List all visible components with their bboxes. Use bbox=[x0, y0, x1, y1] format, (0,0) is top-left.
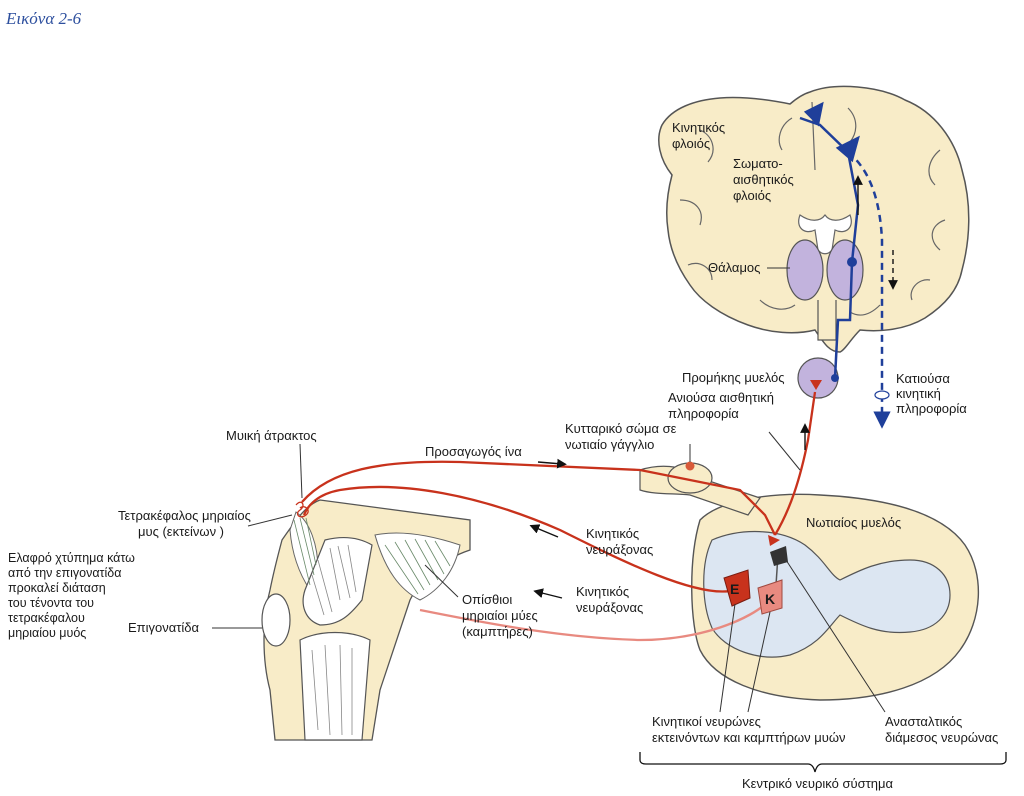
figure-number: Εικόνα 2-6 bbox=[5, 9, 82, 28]
hamstrings-label: Οπίσθιοι bbox=[462, 592, 512, 607]
tap-description: Ελαφρό χτύπημα κάτω bbox=[8, 551, 135, 565]
descending-tract-marker bbox=[874, 390, 890, 400]
grey-matter bbox=[703, 530, 951, 658]
extensor-motor-axon bbox=[302, 485, 736, 593]
medulla-label: Προμήκης μυελός bbox=[682, 370, 785, 385]
motor-axon-label: νευράξονας bbox=[586, 542, 653, 557]
left-thalamus bbox=[786, 239, 824, 301]
leader-lines bbox=[212, 431, 886, 713]
motor-cortex-label: Κινητικός bbox=[672, 120, 725, 135]
tap-description: του τένοντα του bbox=[8, 596, 94, 610]
medulla-neuron bbox=[831, 374, 839, 382]
quadriceps-label: μυς (εκτείνων ) bbox=[138, 524, 224, 539]
flexor-neuron-letter: Κ bbox=[765, 591, 775, 607]
spinal-cord bbox=[639, 461, 980, 701]
inhibitory-interneuron-label: Ανασταλτικός bbox=[885, 714, 962, 729]
brain-arrows bbox=[853, 175, 898, 290]
tibia bbox=[299, 631, 371, 741]
corticospinal-dashed bbox=[847, 151, 891, 429]
tap-description: από την επιγονατίδα bbox=[8, 566, 121, 580]
inhibitory-interneuron bbox=[770, 546, 788, 566]
somatosensory-cortex-label: φλοιός bbox=[733, 188, 771, 203]
brainstem-stub bbox=[817, 300, 837, 341]
somatosensory-cortex-label: αισθητικός bbox=[733, 172, 794, 187]
tibia-texture bbox=[311, 644, 353, 736]
brain-sulci bbox=[679, 101, 946, 316]
quadriceps-label: Τετρακέφαλος μηριαίος bbox=[118, 508, 251, 523]
tap-description: μηριαίου μυός bbox=[8, 626, 86, 640]
motor-axon-label: Κινητικός bbox=[586, 526, 639, 541]
ascending-collateral bbox=[774, 391, 817, 536]
extensor-neuron-letter: Ε bbox=[730, 581, 739, 597]
right-thalamus bbox=[826, 239, 864, 301]
descending-motor-label: Κατιούσα bbox=[896, 371, 950, 386]
spinal-cord-label: Νωτιαίος μυελός bbox=[806, 515, 901, 530]
afferent-fiber-line bbox=[301, 460, 777, 536]
motor-neurons-label: εκτεινόντων και καμπτήρων μυών bbox=[652, 730, 846, 745]
afferent-fiber-label: Προσαγωγός ίνα bbox=[425, 444, 522, 459]
inhibitory-interneuron-label: διάμεσος νευρώνας bbox=[885, 730, 998, 745]
figure-caption: Εικόνα 2-6 bbox=[5, 9, 82, 28]
flexor-motor-neuron bbox=[757, 579, 783, 615]
ganglion-label: νωτιαίο γάγγλιο bbox=[565, 437, 654, 452]
svg-text:Εικόνα 2-6: Εικόνα 2-6 bbox=[5, 9, 82, 28]
afferent-arrow bbox=[537, 458, 567, 469]
patella-label: Επιγονατίδα bbox=[128, 620, 200, 635]
motor-neurons-label: Κινητικοί νευρώνες bbox=[652, 714, 761, 729]
synapse-terminal bbox=[768, 535, 780, 546]
knee-leg bbox=[261, 499, 471, 741]
tap-description: προκαλεί διάταση bbox=[8, 581, 106, 595]
quad-fibers bbox=[293, 517, 317, 586]
hamstring-muscle bbox=[374, 532, 461, 601]
thalamus-label: Θάλαμος bbox=[708, 260, 760, 275]
thalamic-neuron bbox=[847, 257, 857, 267]
medulla-terminal bbox=[810, 380, 822, 390]
hamstrings-label: (καμπτήρες) bbox=[462, 624, 533, 639]
flexor-motor-axon bbox=[419, 599, 771, 642]
cns-label: Κεντρικό νευρικό σύστημα bbox=[742, 776, 893, 791]
ganglion-cell-body bbox=[685, 461, 695, 471]
patella-bone bbox=[261, 593, 291, 647]
hamstring-fibers bbox=[384, 538, 451, 595]
somatosensory-cortex-label: Σωματο- bbox=[733, 156, 783, 171]
muscle-spindle-label: Μυική άτρακτος bbox=[226, 428, 317, 443]
ventricle bbox=[798, 213, 852, 255]
ascending-sensory-label: Ανιούσα αισθητική bbox=[668, 390, 774, 405]
descending-motor-label: κινητική bbox=[896, 386, 941, 401]
flow-arrows bbox=[529, 423, 810, 599]
motor-axon-arrow-2 bbox=[533, 588, 563, 599]
descending-pathway bbox=[799, 101, 891, 429]
femur-texture bbox=[311, 544, 357, 616]
ascending-sensory-label: πληροφορία bbox=[668, 406, 739, 421]
reflex-labels: Μυική άτρακτος Προσαγωγός ίνα Κυτταρικό … bbox=[8, 421, 1007, 791]
cortical-neuron bbox=[835, 135, 860, 163]
spinal-neurons: Ε Κ bbox=[723, 380, 822, 615]
motor-cortex-neuron bbox=[803, 101, 824, 127]
motor-cortex-label: φλοιός bbox=[672, 136, 710, 151]
descending-motor-label: πληροφορία bbox=[896, 401, 967, 416]
ganglion-label: Κυτταρικό σώμα σε bbox=[565, 421, 677, 436]
motor-axon-label: νευράξονας bbox=[576, 600, 643, 615]
tap-description: τετρακέφαλου bbox=[8, 611, 85, 625]
brain-labels: Κινητικός φλοιός Σωματο- αισθητικός φλοι… bbox=[668, 120, 967, 421]
hamstrings-label: μηριαίοι μύες bbox=[462, 608, 538, 623]
motor-axon-label: Κινητικός bbox=[576, 584, 629, 599]
extensor-motor-neuron bbox=[723, 569, 751, 607]
motor-axon-arrow-1 bbox=[529, 524, 559, 538]
ascending-sensory-line bbox=[833, 261, 854, 379]
cns-brace bbox=[639, 752, 1007, 773]
